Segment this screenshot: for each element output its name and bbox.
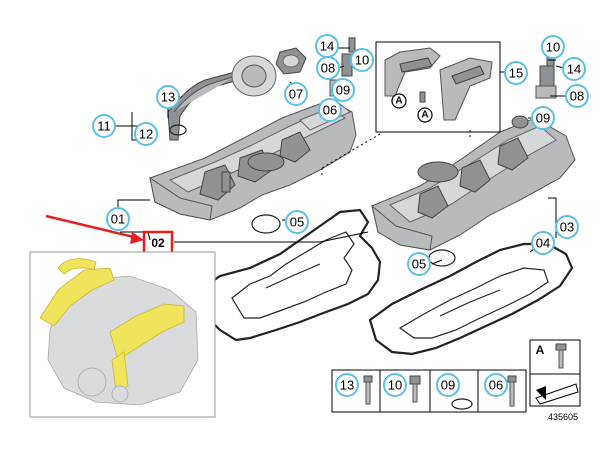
svg-text:09: 09 — [536, 111, 550, 126]
callout-08-right[interactable]: 08 — [565, 84, 589, 108]
svg-text:07: 07 — [289, 87, 303, 102]
oil-filler-cap — [231, 47, 307, 97]
svg-text:14: 14 — [567, 62, 581, 77]
dashed-leaders — [321, 130, 471, 176]
svg-text:10: 10 — [388, 378, 402, 393]
breather-hose — [167, 71, 239, 141]
svg-text:01: 01 — [111, 212, 125, 227]
svg-text:04: 04 — [536, 236, 550, 251]
svg-text:14: 14 — [320, 39, 334, 54]
callout-11[interactable]: 11 — [92, 114, 116, 138]
marker-a-1: A — [391, 93, 407, 109]
svg-text:09: 09 — [441, 378, 455, 393]
callout-15[interactable]: 15 — [504, 61, 528, 85]
arrow-symbol-icon — [535, 383, 579, 405]
o-ring-05-left — [251, 214, 281, 234]
highlight-arrow — [45, 214, 144, 244]
marker-a-2: A — [417, 107, 433, 123]
svg-text:13: 13 — [340, 378, 354, 393]
callout-10-left[interactable]: 10 — [350, 48, 374, 72]
legend-callout-06[interactable]: 06 — [484, 373, 508, 397]
rail-box — [375, 41, 501, 133]
svg-text:A: A — [421, 110, 428, 121]
callout-09-right[interactable]: 09 — [531, 106, 555, 130]
callout-01[interactable]: 01 — [106, 207, 130, 231]
legend-callout-13[interactable]: 13 — [335, 373, 359, 397]
valve-cover-right — [371, 115, 576, 251]
bolt-06-icon — [507, 375, 517, 407]
svg-text:13: 13 — [161, 90, 175, 105]
callout-12[interactable]: 12 — [134, 122, 158, 146]
legend-callout-09[interactable]: 09 — [436, 373, 460, 397]
callout-10-right[interactable]: 10 — [541, 35, 565, 59]
legend-fasteners: 13 10 09 06 — [331, 369, 527, 413]
svg-text:12: 12 — [139, 127, 153, 142]
callout-02[interactable]: 02 — [151, 236, 165, 250]
o-ring-12 — [169, 124, 187, 136]
svg-text:03: 03 — [560, 220, 574, 235]
legend-a-label: A — [536, 343, 545, 357]
svg-text:05: 05 — [290, 215, 304, 230]
svg-text:06: 06 — [323, 103, 337, 118]
svg-text:05: 05 — [412, 257, 426, 272]
callout-14-right[interactable]: 14 — [562, 57, 586, 81]
svg-text:08: 08 — [570, 89, 584, 104]
callout-08-left[interactable]: 08 — [316, 56, 340, 80]
svg-text:10: 10 — [546, 40, 560, 55]
bolt-a-icon — [555, 343, 567, 369]
svg-text:09: 09 — [336, 83, 350, 98]
callout-05-left[interactable]: 05 — [285, 210, 309, 234]
callout-06[interactable]: 06 — [318, 98, 342, 122]
o-ring-09-icon — [451, 398, 473, 410]
callout-09-left[interactable]: 09 — [331, 78, 355, 102]
legend-callout-10[interactable]: 10 — [383, 373, 407, 397]
bolt-10-icon — [409, 375, 421, 403]
sensor-right — [535, 51, 557, 99]
valve-cover-left — [149, 99, 357, 221]
svg-text:11: 11 — [97, 119, 111, 134]
svg-text:15: 15 — [509, 66, 523, 81]
diagram-number: 435605 — [548, 412, 578, 422]
callout-05-right[interactable]: 05 — [407, 252, 431, 276]
svg-text:06: 06 — [489, 378, 503, 393]
bolt-13-icon — [363, 375, 373, 405]
callout-03[interactable]: 03 — [555, 215, 579, 239]
svg-text:08: 08 — [321, 61, 335, 76]
callout-07[interactable]: 07 — [284, 82, 308, 106]
svg-text:A: A — [395, 96, 402, 107]
callout-14-left[interactable]: 14 — [315, 34, 339, 58]
callout-13[interactable]: 13 — [156, 85, 180, 109]
legend-a: A — [529, 339, 581, 407]
callout-04[interactable]: 04 — [531, 231, 555, 255]
svg-text:10: 10 — [355, 53, 369, 68]
engine-inset — [29, 251, 216, 418]
gasket-right — [368, 242, 574, 356]
